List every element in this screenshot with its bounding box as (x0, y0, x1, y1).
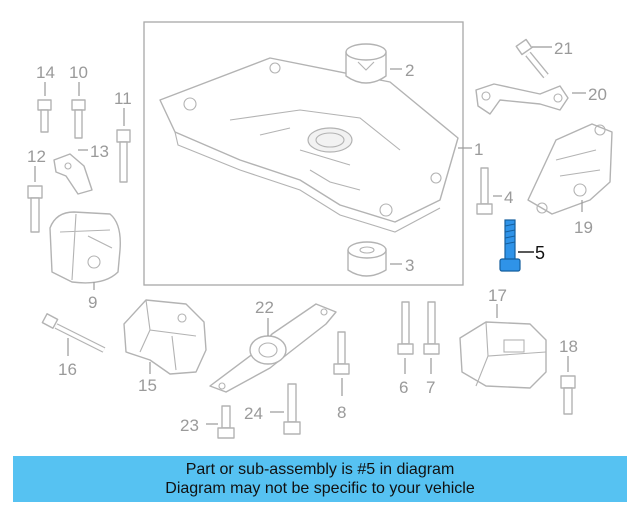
callout-20: 20 (588, 85, 607, 104)
callout-1: 1 (474, 140, 483, 159)
callout-13: 13 (90, 142, 109, 161)
part-15-mount (123, 299, 207, 375)
callout-10: 10 (69, 63, 88, 82)
callout-12: 12 (27, 147, 46, 166)
part-5-highlighted-bolt (499, 219, 521, 272)
callout-24: 24 (244, 404, 263, 423)
callout-18: 18 (559, 337, 578, 356)
callout-8: 8 (337, 403, 346, 422)
part-1-subframe (159, 57, 459, 233)
callout-14: 14 (36, 63, 55, 82)
part-22-torque-rod (209, 303, 337, 393)
part-19-bracket (527, 123, 613, 215)
part-2-bushing (345, 43, 387, 84)
banner-line-2: Diagram may not be specific to your vehi… (165, 480, 475, 497)
callout-23: 23 (180, 416, 199, 435)
part-13-bracket (53, 153, 93, 195)
part-14-bolt (37, 99, 52, 133)
callout-19: 19 (574, 218, 593, 237)
callout-22: 22 (255, 298, 274, 317)
part-4-bolt (476, 167, 493, 215)
callout-15: 15 (138, 376, 157, 395)
part-10-bolt (71, 99, 86, 139)
part-3-bushing (347, 241, 387, 277)
part-18-bolt (560, 375, 576, 415)
subframe-group-frame (143, 21, 464, 286)
callout-2: 2 (405, 61, 414, 80)
part-16-bolt (41, 313, 106, 353)
part-8-bolt (333, 331, 350, 375)
callout-21: 21 (554, 39, 573, 58)
part-23-bolt (217, 405, 235, 439)
part-9-engine-mount (49, 211, 121, 284)
part-11-bolt (116, 129, 131, 183)
banner-line-1: Part or sub-assembly is #5 in diagram (185, 461, 455, 478)
part-7-bolt (423, 301, 440, 355)
part-24-bolt (283, 383, 301, 435)
callout-7: 7 (426, 378, 435, 397)
part-17-mount (459, 321, 547, 389)
callout-17: 17 (488, 286, 507, 305)
callout-5: 5 (535, 243, 545, 263)
callout-4: 4 (504, 188, 513, 207)
parts-diagram: 1 2 3 4 5 6 7 (27, 21, 613, 439)
callout-9: 9 (88, 293, 97, 312)
callout-16: 16 (58, 360, 77, 379)
callout-6: 6 (399, 378, 408, 397)
info-banner: Part or sub-assembly is #5 in diagram Di… (13, 456, 627, 502)
part-6-bolt (397, 301, 414, 355)
part-21-bolt (515, 38, 549, 79)
part-12-bolt (27, 185, 43, 233)
part-20-link (475, 83, 569, 115)
callout-11: 11 (114, 89, 132, 108)
callout-3: 3 (405, 256, 414, 275)
